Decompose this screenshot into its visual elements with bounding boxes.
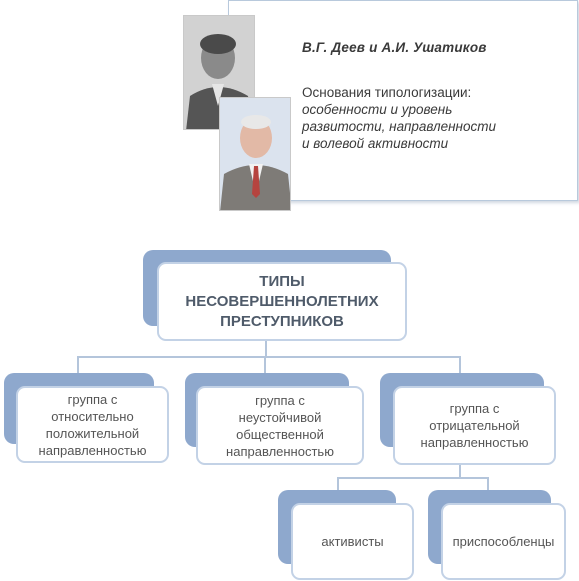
connector-line	[337, 477, 488, 479]
group3-line: направленностью	[420, 435, 529, 450]
connector-line	[459, 356, 461, 373]
subtitle-line: и волевой активности	[302, 136, 449, 151]
group1-line: группа с	[67, 391, 118, 407]
sub1-label: активисты	[321, 534, 384, 549]
group1-line: направленностью	[38, 442, 147, 458]
group1-line: положительной	[45, 425, 140, 441]
sub-box-conformists: приспособленцы	[441, 503, 566, 580]
connector-line	[487, 477, 489, 490]
main-box-line: ПРЕСТУПНИКОВ	[220, 312, 344, 330]
main-box-line: ТИПЫ	[259, 272, 305, 290]
connector-line	[337, 477, 339, 490]
group3-box: группа с отрицательной направленностью	[393, 386, 556, 465]
group1-line: относительно	[51, 408, 134, 424]
subtitle-line: развитости, направленности	[302, 119, 496, 134]
subtitle-line: Основания типологизации:	[302, 85, 472, 100]
connector-line	[77, 356, 79, 373]
sub2-label: приспособленцы	[452, 534, 555, 549]
connector-line	[459, 465, 461, 478]
group2-line: направленностью	[226, 443, 334, 459]
connector-line	[265, 341, 267, 357]
subtitle-line: особенности и уровень	[302, 102, 453, 117]
typology-basis-text: Основания типологизации: особенности и у…	[302, 84, 572, 152]
portrait-illustration	[220, 98, 290, 210]
group2-line: группа с	[255, 392, 305, 408]
connector-line	[77, 356, 460, 358]
sub-box-activists: активисты	[291, 503, 414, 580]
authors-title: В.Г. Деев и А.И. Ушатиков	[302, 40, 487, 55]
group3-line: отрицательной	[429, 418, 520, 433]
group3-line: группа с	[449, 401, 500, 416]
group2-box: группа с неустойчивой общественной напра…	[196, 386, 364, 465]
portrait-photo-ushatikov	[219, 97, 291, 211]
group2-line: общественной	[236, 426, 324, 442]
main-box-line: НЕСОВЕРШЕННОЛЕТНИХ	[185, 292, 379, 310]
group2-line: неустойчивой	[238, 409, 322, 425]
connector-line	[264, 356, 266, 373]
main-box-types: ТИПЫ НЕСОВЕРШЕННОЛЕТНИХ ПРЕСТУПНИКОВ	[157, 262, 407, 341]
group1-box: группа с относительно положительной напр…	[16, 386, 169, 463]
